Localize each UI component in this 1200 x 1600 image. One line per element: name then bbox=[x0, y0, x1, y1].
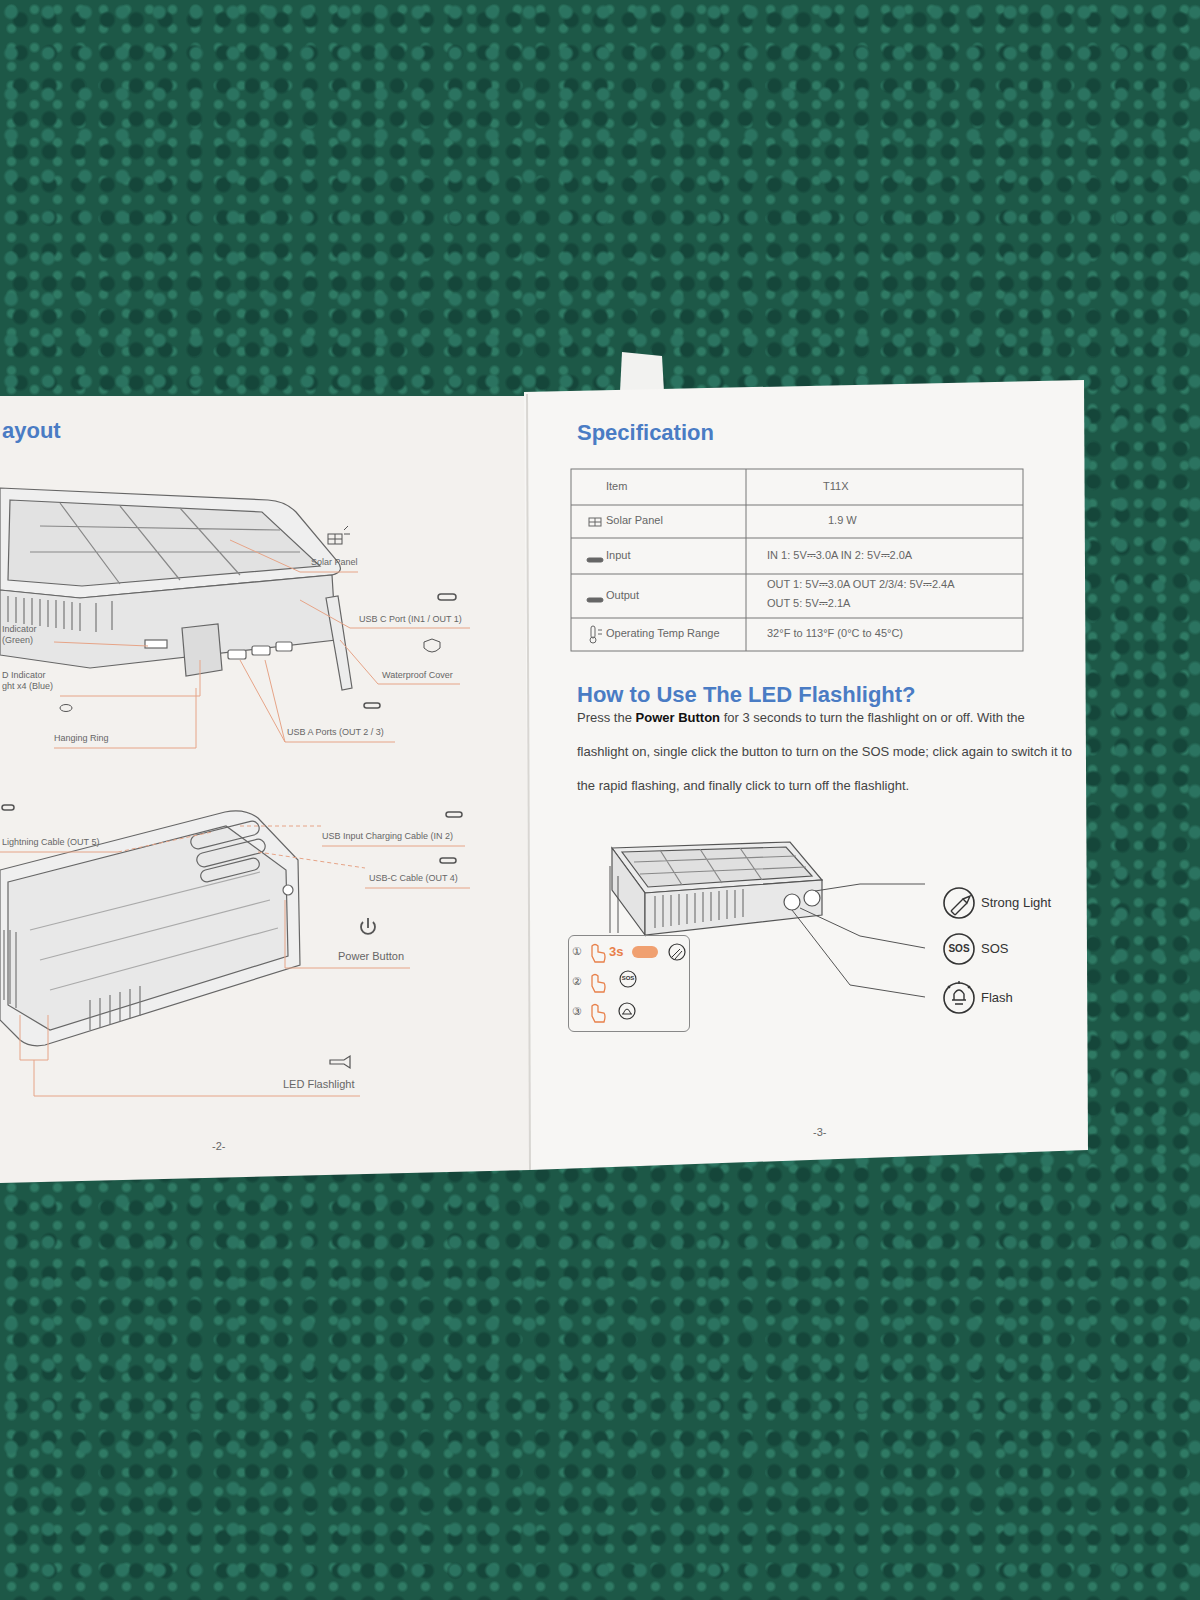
part-label: D Indicator ght x4 (Blue) bbox=[2, 670, 58, 692]
step-text: ① bbox=[572, 945, 582, 958]
part-label: USB-C Cable (OUT 4) bbox=[369, 873, 458, 884]
leader-lines bbox=[0, 826, 470, 1096]
leader-lines bbox=[610, 866, 925, 997]
circle-outline bbox=[943, 982, 975, 1014]
table-cell: Output bbox=[606, 589, 639, 602]
circle-outline bbox=[620, 971, 636, 987]
power-bank-front bbox=[0, 488, 352, 690]
page-number: -3- bbox=[813, 1126, 826, 1139]
table-cell: Solar Panel bbox=[606, 514, 663, 527]
circle-text: SOS bbox=[943, 933, 975, 965]
leader-lines bbox=[54, 540, 470, 748]
mode-callout: Flash bbox=[943, 982, 1015, 1014]
part-label: Solar Panel bbox=[311, 557, 358, 568]
paragraph-text: Press the bbox=[577, 710, 632, 725]
power-bank-flashlight bbox=[612, 842, 822, 935]
sos-circle: SOS bbox=[619, 970, 637, 988]
spec-table-grid bbox=[571, 469, 1023, 651]
instruction-paragraph: Press thePower Buttonfor 3 seconds to tu… bbox=[577, 701, 1077, 803]
step-box: ① 3s ② ③ SOS bbox=[568, 935, 690, 1032]
table-cell: OUT 1: 5V⎓3.0A OUT 2/3/4: 5V⎓2.4A bbox=[767, 578, 955, 591]
part-label: USB C Port (IN1 / OUT 1) bbox=[359, 614, 462, 625]
part-label: Waterproof Cover bbox=[382, 670, 453, 681]
callout-label: SOS bbox=[981, 941, 1008, 957]
step-text: ② bbox=[572, 975, 582, 988]
circle-outline bbox=[944, 888, 974, 918]
page-number: -2- bbox=[212, 1140, 225, 1153]
step-icons bbox=[592, 944, 685, 1022]
mode-callout: SOS SOS bbox=[943, 933, 1011, 965]
circle-outline bbox=[944, 983, 974, 1013]
circle-outline bbox=[944, 934, 974, 964]
part-label: Hanging Ring bbox=[54, 733, 109, 744]
part-icons bbox=[2, 526, 456, 810]
paper-tab bbox=[620, 352, 664, 392]
mode-callout: Strong Light bbox=[943, 887, 1054, 919]
table-cell: IN 1: 5V⎓3.0A IN 2: 5V⎓2.0A bbox=[767, 549, 912, 562]
power-bank-back bbox=[0, 811, 300, 1046]
callout-label: Strong Light bbox=[981, 895, 1051, 911]
step-text: ③ bbox=[572, 1005, 582, 1018]
circle-text: SOS bbox=[619, 970, 637, 988]
part-label: Indicator (Green) bbox=[2, 624, 52, 646]
table-cell: 32°F to 113°F (0°C to 45°C) bbox=[767, 627, 903, 640]
table-cell: OUT 5: 5V⎓2.1A bbox=[767, 597, 850, 610]
part-label: Lightning Cable (OUT 5) bbox=[2, 837, 99, 848]
part-label: USB A Ports (OUT 2 / 3) bbox=[287, 727, 384, 738]
callout-label: Flash bbox=[981, 990, 1013, 1006]
table-cell: 1.9 W bbox=[828, 514, 857, 527]
paragraph-bold: Power Button bbox=[636, 710, 721, 725]
step-text: 3s bbox=[609, 944, 623, 960]
part-label: USB Input Charging Cable (IN 2) bbox=[322, 831, 453, 842]
section-heading: ayout bbox=[2, 418, 61, 444]
spine bbox=[527, 394, 530, 1170]
table-cell: Operating Temp Range bbox=[606, 627, 720, 640]
circle-outline bbox=[943, 887, 975, 919]
table-cell: Input bbox=[606, 549, 630, 562]
section-heading: How to Use The LED Flashlight? bbox=[577, 682, 916, 708]
table-cell: Item bbox=[606, 480, 627, 493]
part-icons bbox=[330, 812, 462, 1068]
left-page bbox=[0, 396, 530, 1183]
right-page bbox=[524, 380, 1088, 1170]
spec-icons bbox=[587, 518, 603, 643]
part-label: LED Flashlight bbox=[283, 1078, 355, 1091]
table-cell: T11X bbox=[823, 480, 848, 493]
section-heading: Specification bbox=[577, 420, 714, 446]
part-label: Power Button bbox=[338, 950, 404, 963]
